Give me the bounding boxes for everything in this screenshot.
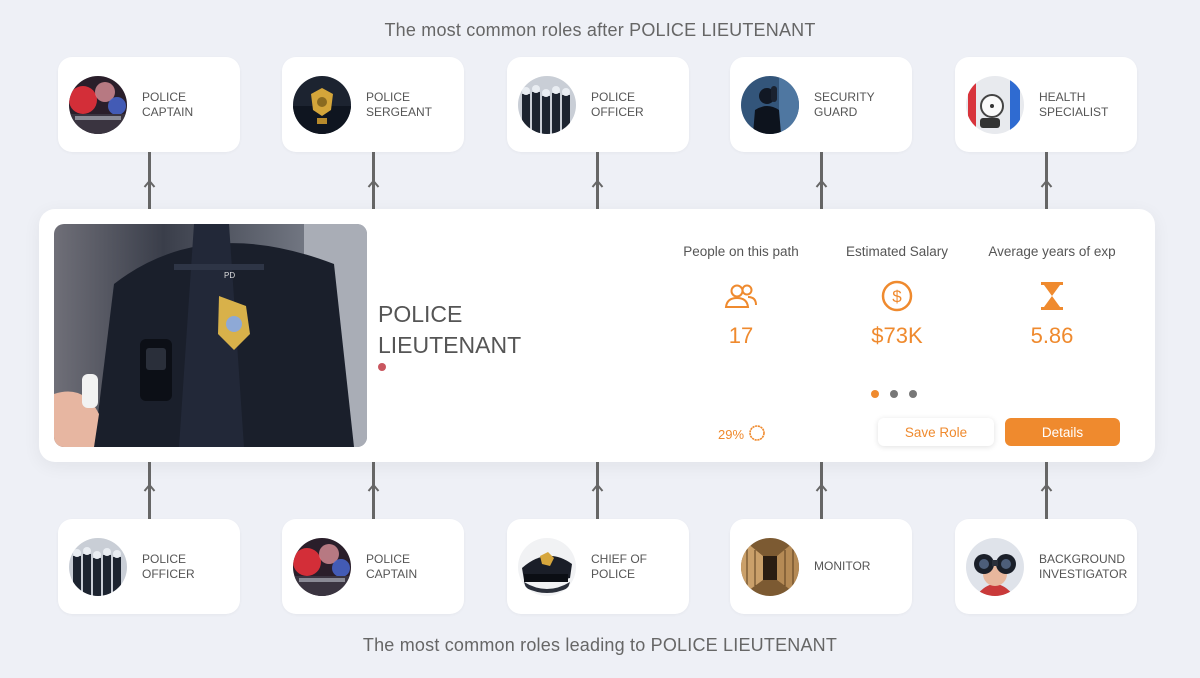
roles-after-heading: The most common roles after POLICE LIEUT… [384, 20, 816, 40]
role-card-chief-of-police[interactable]: CHIEF OF POLICE [507, 519, 689, 614]
role-card-police-officer[interactable]: POLICE OFFICER [58, 519, 240, 614]
role-card-background-investigator[interactable]: BACKGROUND INVESTIGATOR [955, 519, 1137, 614]
police-cap-image [518, 537, 576, 596]
stat-salary: Estimated Salary $ $73K [827, 244, 967, 349]
current-role-card: PD POLICE LIEUTENANT People on this path… [39, 209, 1155, 462]
role-card-health-specialist[interactable]: HEALTH SPECIALIST [955, 57, 1137, 152]
role-card-security-guard[interactable]: SECURITY GUARD [730, 57, 912, 152]
connector-arrow [815, 462, 828, 519]
corridor-image [741, 537, 799, 596]
connector-arrow [367, 152, 380, 209]
progress-ring-icon [748, 424, 766, 445]
pager [871, 390, 917, 398]
match-percent: 29% [718, 427, 745, 442]
stat-experience: Average years of exp 5.86 [982, 244, 1122, 349]
role-label: POLICE SERGEANT [366, 89, 433, 119]
role-card-police-sergeant[interactable]: POLICE SERGEANT [282, 57, 464, 152]
people-icon [671, 279, 811, 313]
pager-dot[interactable] [871, 390, 879, 398]
connector-arrow [143, 462, 156, 519]
connector-arrow [143, 152, 156, 209]
connector-arrow [591, 152, 604, 209]
svg-text:PD: PD [224, 271, 235, 280]
role-label: POLICE CAPTAIN [142, 89, 194, 119]
hourglass-icon [982, 279, 1122, 313]
police-lights-image [293, 537, 351, 596]
role-label: CHIEF OF POLICE [591, 551, 647, 581]
role-label: MONITOR [814, 559, 871, 573]
police-badge-image [293, 75, 351, 134]
police-officer-uniform-photo: PD [54, 224, 367, 447]
police-line-image [69, 537, 127, 596]
current-role-title: POLICE LIEUTENANT [378, 301, 522, 358]
pager-dot[interactable] [890, 390, 898, 398]
role-card-police-officer[interactable]: POLICE OFFICER [507, 57, 689, 152]
svg-text:$: $ [892, 287, 902, 306]
connector-arrow [815, 152, 828, 209]
match-indicator: 29% [718, 424, 766, 445]
role-indicator-dot [378, 363, 386, 371]
role-label: BACKGROUND INVESTIGATOR [1039, 551, 1128, 581]
police-lights-image [69, 75, 127, 134]
pager-dot[interactable] [909, 390, 917, 398]
role-label: POLICE CAPTAIN [366, 551, 418, 581]
role-label: POLICE OFFICER [591, 89, 644, 119]
role-label: SECURITY GUARD [814, 89, 875, 119]
connector-arrow [367, 462, 380, 519]
security-guard-image [741, 75, 799, 134]
stat-label: People on this path [683, 244, 799, 259]
role-card-police-captain[interactable]: POLICE CAPTAIN [282, 519, 464, 614]
stat-value: 5.86 [1030, 323, 1074, 348]
role-card-monitor[interactable]: MONITOR [730, 519, 912, 614]
role-card-police-captain[interactable]: POLICE CAPTAIN [58, 57, 240, 152]
police-line-image [518, 75, 576, 134]
stat-value: $73K [871, 323, 923, 348]
stat-people: People on this path 17 [671, 244, 811, 349]
dollar-icon: $ [827, 279, 967, 313]
role-label: POLICE OFFICER [142, 551, 195, 581]
roles-before-heading: The most common roles leading to POLICE … [362, 635, 838, 655]
stat-value: 17 [728, 323, 754, 348]
save-role-button[interactable]: Save Role [878, 418, 994, 446]
binoculars-image [966, 537, 1024, 596]
connector-arrow [1040, 152, 1053, 209]
connector-arrow [591, 462, 604, 519]
stat-label: Estimated Salary [845, 244, 949, 259]
medical-equipment-image [966, 75, 1024, 134]
details-button[interactable]: Details [1005, 418, 1120, 446]
connector-arrow [1040, 462, 1053, 519]
role-label: HEALTH SPECIALIST [1039, 89, 1109, 119]
stat-label: Average years of exp [988, 244, 1116, 259]
